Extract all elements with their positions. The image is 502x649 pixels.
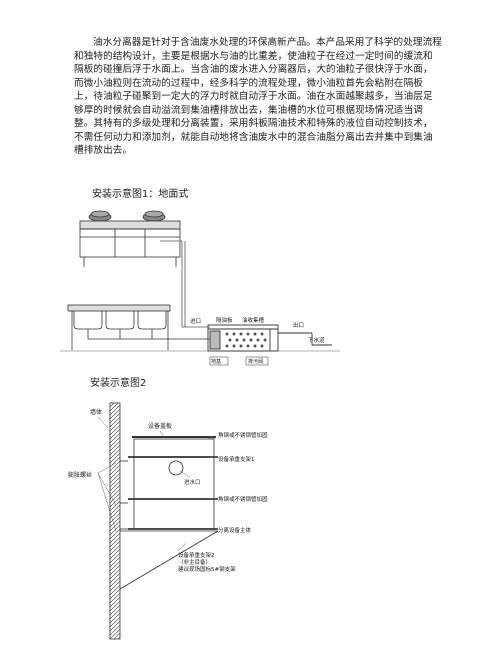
oil-collect-label: 油收集槽 [242,316,265,324]
wall-mounted-installation-diagram: 墙体 设备盖板 角钢或不锈钢管加固 设备承重支架1 进水口 角钢或不锈钢管加固 … [68,402,268,640]
steel-reinforce-label-2: 角钢或不锈钢管加固 [218,495,268,503]
figure1-caption: 安装示意图1：地面式 [92,189,189,200]
bracket2-suggestion: 建议现场国标5#钢支架 [178,565,236,573]
bracket1-label: 设备承重支架1 [218,455,255,463]
wall-label: 墙体 [90,408,102,416]
outlet-label: 出口 [293,321,304,329]
separator-body-label: 分离设备主体 [218,526,252,534]
figure2-caption: 安装示意图2 [90,378,147,389]
wall-section [109,402,121,640]
inlet-label: 进口 [190,317,201,325]
oil-drain-label: 排污阀 [248,358,263,365]
intro-paragraph: 油水分离器是针对于含油废水处理的环保高新产品。本产品采用了科学的处理流程和独特的… [74,37,442,156]
bracket2-label: 设备承重支架2 [178,551,215,559]
partition-label: 隔油板 [216,316,233,324]
oil-water-separator-tank [207,324,332,352]
sink-illustration [67,304,210,350]
cover-label: 设备盖板 [148,422,172,430]
water-inlet-label: 进水口 [184,478,201,486]
base-label: 地基 [211,358,221,365]
ground-installation-diagram: 进口 隔油板 油收集槽 出口 下水道 地基 排污阀 [60,210,340,366]
support-bracket [119,530,219,590]
bracket2-note: （非主目备） [178,558,211,566]
sewer-label: 下水道 [308,336,325,344]
separator-body-elevation [120,436,218,530]
steel-reinforce-label-1: 角钢或不锈钢管加固 [218,431,268,439]
anchor-bolt-label: 膨胀螺丝 [68,471,92,479]
stove-illustration [79,210,181,267]
